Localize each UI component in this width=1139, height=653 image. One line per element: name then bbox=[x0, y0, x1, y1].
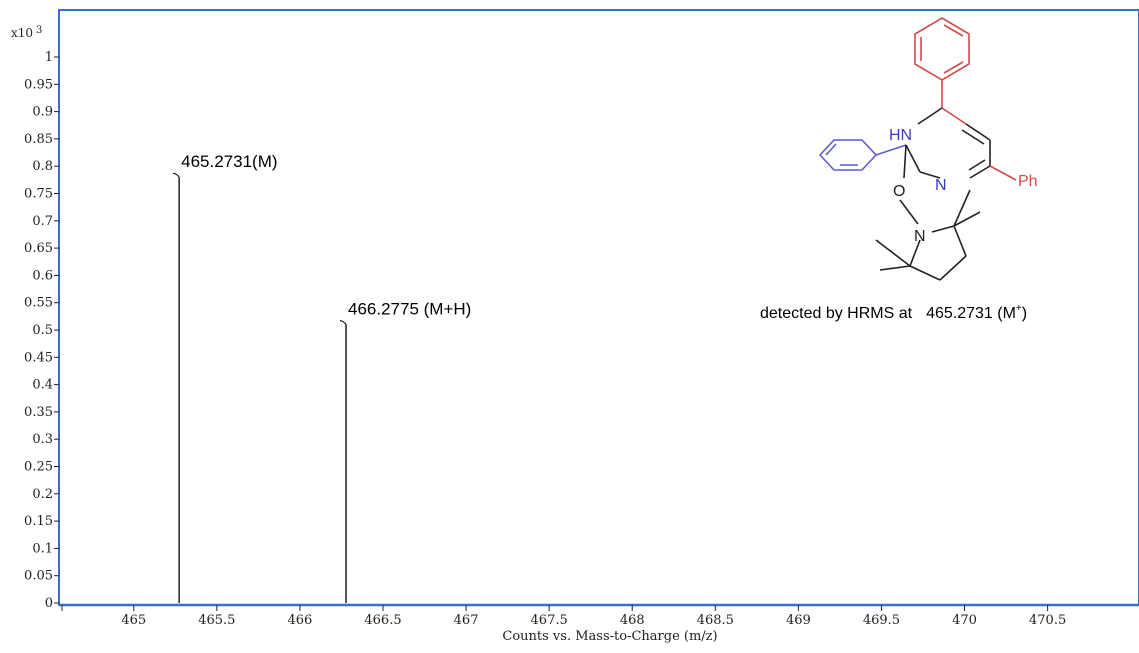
y-tick-label: 0.65 bbox=[24, 241, 53, 256]
x-tick-label: 466.5 bbox=[364, 613, 401, 628]
y-tick-label: 0.35 bbox=[24, 405, 53, 420]
molecule-structure: HN N O N Ph bbox=[818, 17, 1038, 281]
ring-n-label: N bbox=[935, 177, 947, 194]
x-tick-label: 468 bbox=[620, 613, 645, 628]
piperidine-n-label: N bbox=[914, 228, 926, 245]
x-tick-label: 465 bbox=[121, 613, 146, 628]
peak-marker bbox=[339, 320, 347, 325]
x-tick-label: 470.5 bbox=[1029, 613, 1066, 628]
x-tick-label: 470 bbox=[952, 613, 977, 628]
x-tick-label: 467.5 bbox=[531, 613, 568, 628]
y-axis-ticks: 0 0.05 0.1 0.15 0.2 0.25 0.3 0.35 0.4 0.45 0.5 0.55… bbox=[24, 45, 60, 611]
y-tick-label: 0.55 bbox=[24, 296, 53, 311]
y-tick-label: 0.95 bbox=[24, 77, 53, 92]
y-tick-label: 0.85 bbox=[24, 132, 53, 147]
peak-label: 465.2731(M) bbox=[181, 152, 277, 171]
y-tick-label: 0.2 bbox=[32, 487, 53, 502]
tempo-fragment bbox=[875, 144, 981, 281]
x-axis-title: Counts vs. Mass-to-Charge (m/z) bbox=[502, 629, 717, 644]
y-tick-label: 0.7 bbox=[32, 214, 53, 229]
y-tick-label: 0.25 bbox=[24, 460, 53, 475]
peak-label: 466.2775 (M+H) bbox=[348, 300, 471, 319]
ph-label: Ph bbox=[1018, 173, 1038, 190]
o-label: O bbox=[893, 183, 905, 200]
y-tick-label: 1 bbox=[45, 50, 53, 65]
x-axis-ticks: 465 465.5 466 466.5 467 467.5 468 468.5 469 469.5… bbox=[61, 605, 1066, 628]
x-tick-label: 467 bbox=[454, 613, 479, 628]
peak-marker bbox=[173, 172, 180, 178]
x-tick-label: 465.5 bbox=[198, 613, 235, 628]
dihydropyrimidine-ring bbox=[905, 80, 1017, 181]
y-tick-label: 0.45 bbox=[24, 350, 53, 365]
y-tick-label: 0.8 bbox=[32, 159, 53, 174]
top-phenyl-ring bbox=[914, 17, 970, 81]
y-tick-label: 0.3 bbox=[32, 432, 53, 447]
y-tick-label: 0.9 bbox=[32, 105, 53, 120]
y-tick-label: 0.05 bbox=[24, 569, 53, 584]
y-tick-label: 0.4 bbox=[32, 378, 53, 393]
x-tick-label: 469.5 bbox=[863, 613, 900, 628]
x-tick-label: 468.5 bbox=[697, 613, 734, 628]
y-tick-label: 0.1 bbox=[32, 541, 53, 556]
y-tick-label: 0.75 bbox=[24, 187, 53, 202]
x-tick-label: 469 bbox=[786, 613, 811, 628]
y-tick-label: 0.6 bbox=[32, 268, 53, 283]
y-tick-label: 0.15 bbox=[24, 514, 53, 529]
y-tick-label: 0.5 bbox=[32, 323, 53, 338]
y-tick-label: 0 bbox=[45, 596, 53, 611]
nh-label: HN bbox=[889, 127, 912, 144]
left-phenyl-ring bbox=[818, 139, 907, 171]
x-tick-label: 466 bbox=[288, 613, 313, 628]
peak-series: 465.2731(M) 466.2775 (M+H) bbox=[173, 152, 471, 603]
